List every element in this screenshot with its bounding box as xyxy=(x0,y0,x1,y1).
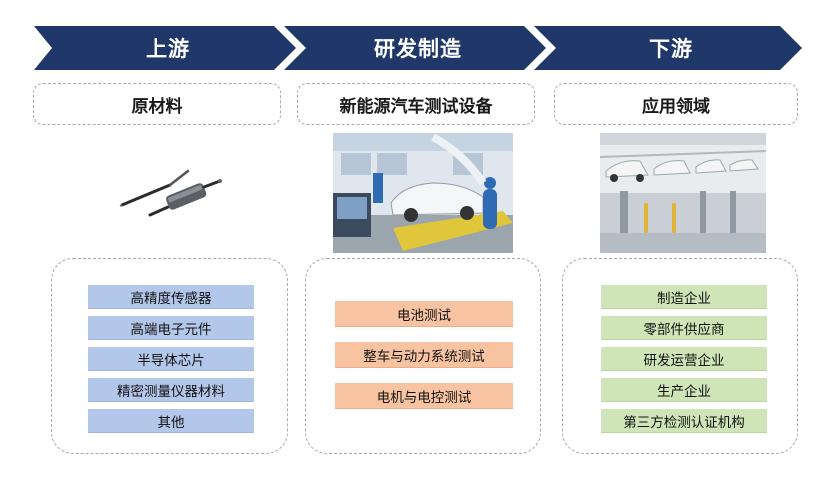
category-applications: 应用领域 xyxy=(554,83,798,125)
upstream-items-group: 高精度传感器 高端电子元件 半导体芯片 精密测量仪器材料 其他 xyxy=(51,258,288,454)
stage-arrow-downstream: 下游 xyxy=(534,26,802,70)
vehicle-test-lab-image xyxy=(333,133,513,253)
upstream-item-electronic-components: 高端电子元件 xyxy=(88,316,254,340)
downstream-item-third-party-certification: 第三方检测认证机构 xyxy=(601,409,767,433)
downstream-item-rnd-operations: 研发运营企业 xyxy=(601,347,767,371)
midstream-item-motor-control-test: 电机与电控测试 xyxy=(335,383,513,409)
car-assembly-line-image xyxy=(600,133,766,253)
upstream-item-other: 其他 xyxy=(88,409,254,433)
category-raw-materials: 原材料 xyxy=(33,83,281,125)
sensor-cable-image xyxy=(110,133,230,253)
category-test-equipment: 新能源汽车测试设备 xyxy=(297,83,535,125)
downstream-item-parts-suppliers: 零部件供应商 xyxy=(601,316,767,340)
stage-title-upstream: 上游 xyxy=(146,37,190,61)
downstream-item-manufacturers: 制造企业 xyxy=(601,285,767,309)
stage-arrow-rnd-manufacturing: 研发制造 xyxy=(284,26,546,70)
upstream-item-high-precision-sensor: 高精度传感器 xyxy=(88,285,254,309)
upstream-item-precision-instrument-materials: 精密测量仪器材料 xyxy=(88,378,254,402)
upstream-item-semiconductor-chip: 半导体芯片 xyxy=(88,347,254,371)
midstream-items-group: 电池测试 整车与动力系统测试 电机与电控测试 xyxy=(305,258,541,454)
downstream-item-production-enterprises: 生产企业 xyxy=(601,378,767,402)
stage-arrow-upstream: 上游 xyxy=(34,26,296,70)
stage-title-rnd-manufacturing: 研发制造 xyxy=(374,37,462,61)
downstream-items-group: 制造企业 零部件供应商 研发运营企业 生产企业 第三方检测认证机构 xyxy=(562,258,798,454)
midstream-item-battery-test: 电池测试 xyxy=(335,301,513,327)
midstream-item-vehicle-powertrain-test: 整车与动力系统测试 xyxy=(335,342,513,368)
stage-title-downstream: 下游 xyxy=(649,37,693,61)
